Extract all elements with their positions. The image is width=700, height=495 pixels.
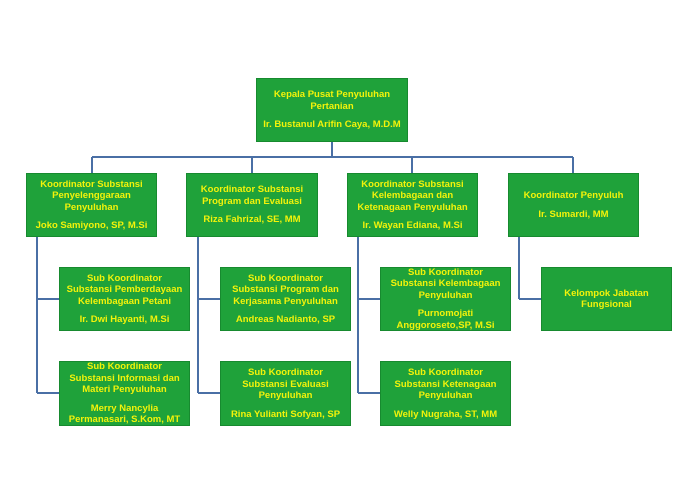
sub-box-2a: Sub Koordinator Substansi Program dan Ke… <box>220 267 351 331</box>
sub-title: Sub Koordinator Substansi Kelembagaan Pe… <box>390 266 501 301</box>
coordinator-title: Koordinator Substansi Program dan Evalua… <box>200 184 304 207</box>
coordinator-name: Ir. Wayan Ediana, M.Si <box>362 220 463 231</box>
head-title: Kepala Pusat Penyuluhan Pertanian <box>273 89 391 112</box>
sub-title: Sub Koordinator Substansi Ketenagaan Pen… <box>394 367 497 401</box>
sub-box-2b: Sub Koordinator Substansi Evaluasi Penyu… <box>220 361 351 426</box>
sub-name: Welly Nugraha, ST, MM <box>393 408 498 420</box>
coordinator-name: Joko Samiyono, SP, M.Si <box>35 220 148 231</box>
coordinator-name: Riza Fahrizal, SE, MM <box>203 214 301 226</box>
sub-box-1a: Sub Koordinator Substansi Pemberdayaan K… <box>59 267 190 331</box>
coordinator-title: Koordinator Penyuluh <box>523 190 624 201</box>
coordinator-box-2: Koordinator Substansi Program dan Evalua… <box>186 173 318 237</box>
coordinator-box-1: Koordinator Substansi Penyelenggaraan Pe… <box>26 173 157 237</box>
sub-name: Merry Nancylia Permanasari, S.Kom, MT <box>68 402 181 426</box>
sub-title: Sub Koordinator Substansi Informasi dan … <box>69 361 180 396</box>
head-name: Ir. Bustanul Arifin Caya, M.D.M <box>263 119 401 131</box>
coordinator-title: Koordinator Substansi Kelembagaan dan Ke… <box>357 178 468 213</box>
sub-title: Sub Koordinator Substansi Program dan Ke… <box>232 272 339 307</box>
sub-name: Rina Yulianti Sofyan, SP <box>230 408 341 420</box>
sub-name: Andreas Nadianto, SP <box>235 314 336 325</box>
head-box: Kepala Pusat Penyuluhan Pertanian Ir. Bu… <box>256 78 408 142</box>
sub-box-3b: Sub Koordinator Substansi Ketenagaan Pen… <box>380 361 511 426</box>
coordinator-box-4: Koordinator Penyuluh Ir. Sumardi, MM <box>508 173 639 237</box>
sub-title: Sub Koordinator Substansi Pemberdayaan K… <box>66 272 183 307</box>
sub-name: Ir. Dwi Hayanti, M.Si <box>79 314 170 325</box>
coordinator-box-3: Koordinator Substansi Kelembagaan dan Ke… <box>347 173 478 237</box>
sub-name: Purnomojati Anggoroseto,SP, M.Si <box>396 308 495 331</box>
coordinator-title: Koordinator Substansi Penyelenggaraan Pe… <box>40 178 143 213</box>
sub-title: Sub Koordinator Substansi Evaluasi Penyu… <box>242 367 329 401</box>
coordinator-name: Ir. Sumardi, MM <box>538 208 609 220</box>
sub-box-1b: Sub Koordinator Substansi Informasi dan … <box>59 361 190 426</box>
functional-group-box: Kelompok Jabatan Fungsional <box>541 267 672 331</box>
sub-box-3a: Sub Koordinator Substansi Kelembagaan Pe… <box>380 267 511 331</box>
functional-group-title: Kelompok Jabatan Fungsional <box>564 287 649 311</box>
